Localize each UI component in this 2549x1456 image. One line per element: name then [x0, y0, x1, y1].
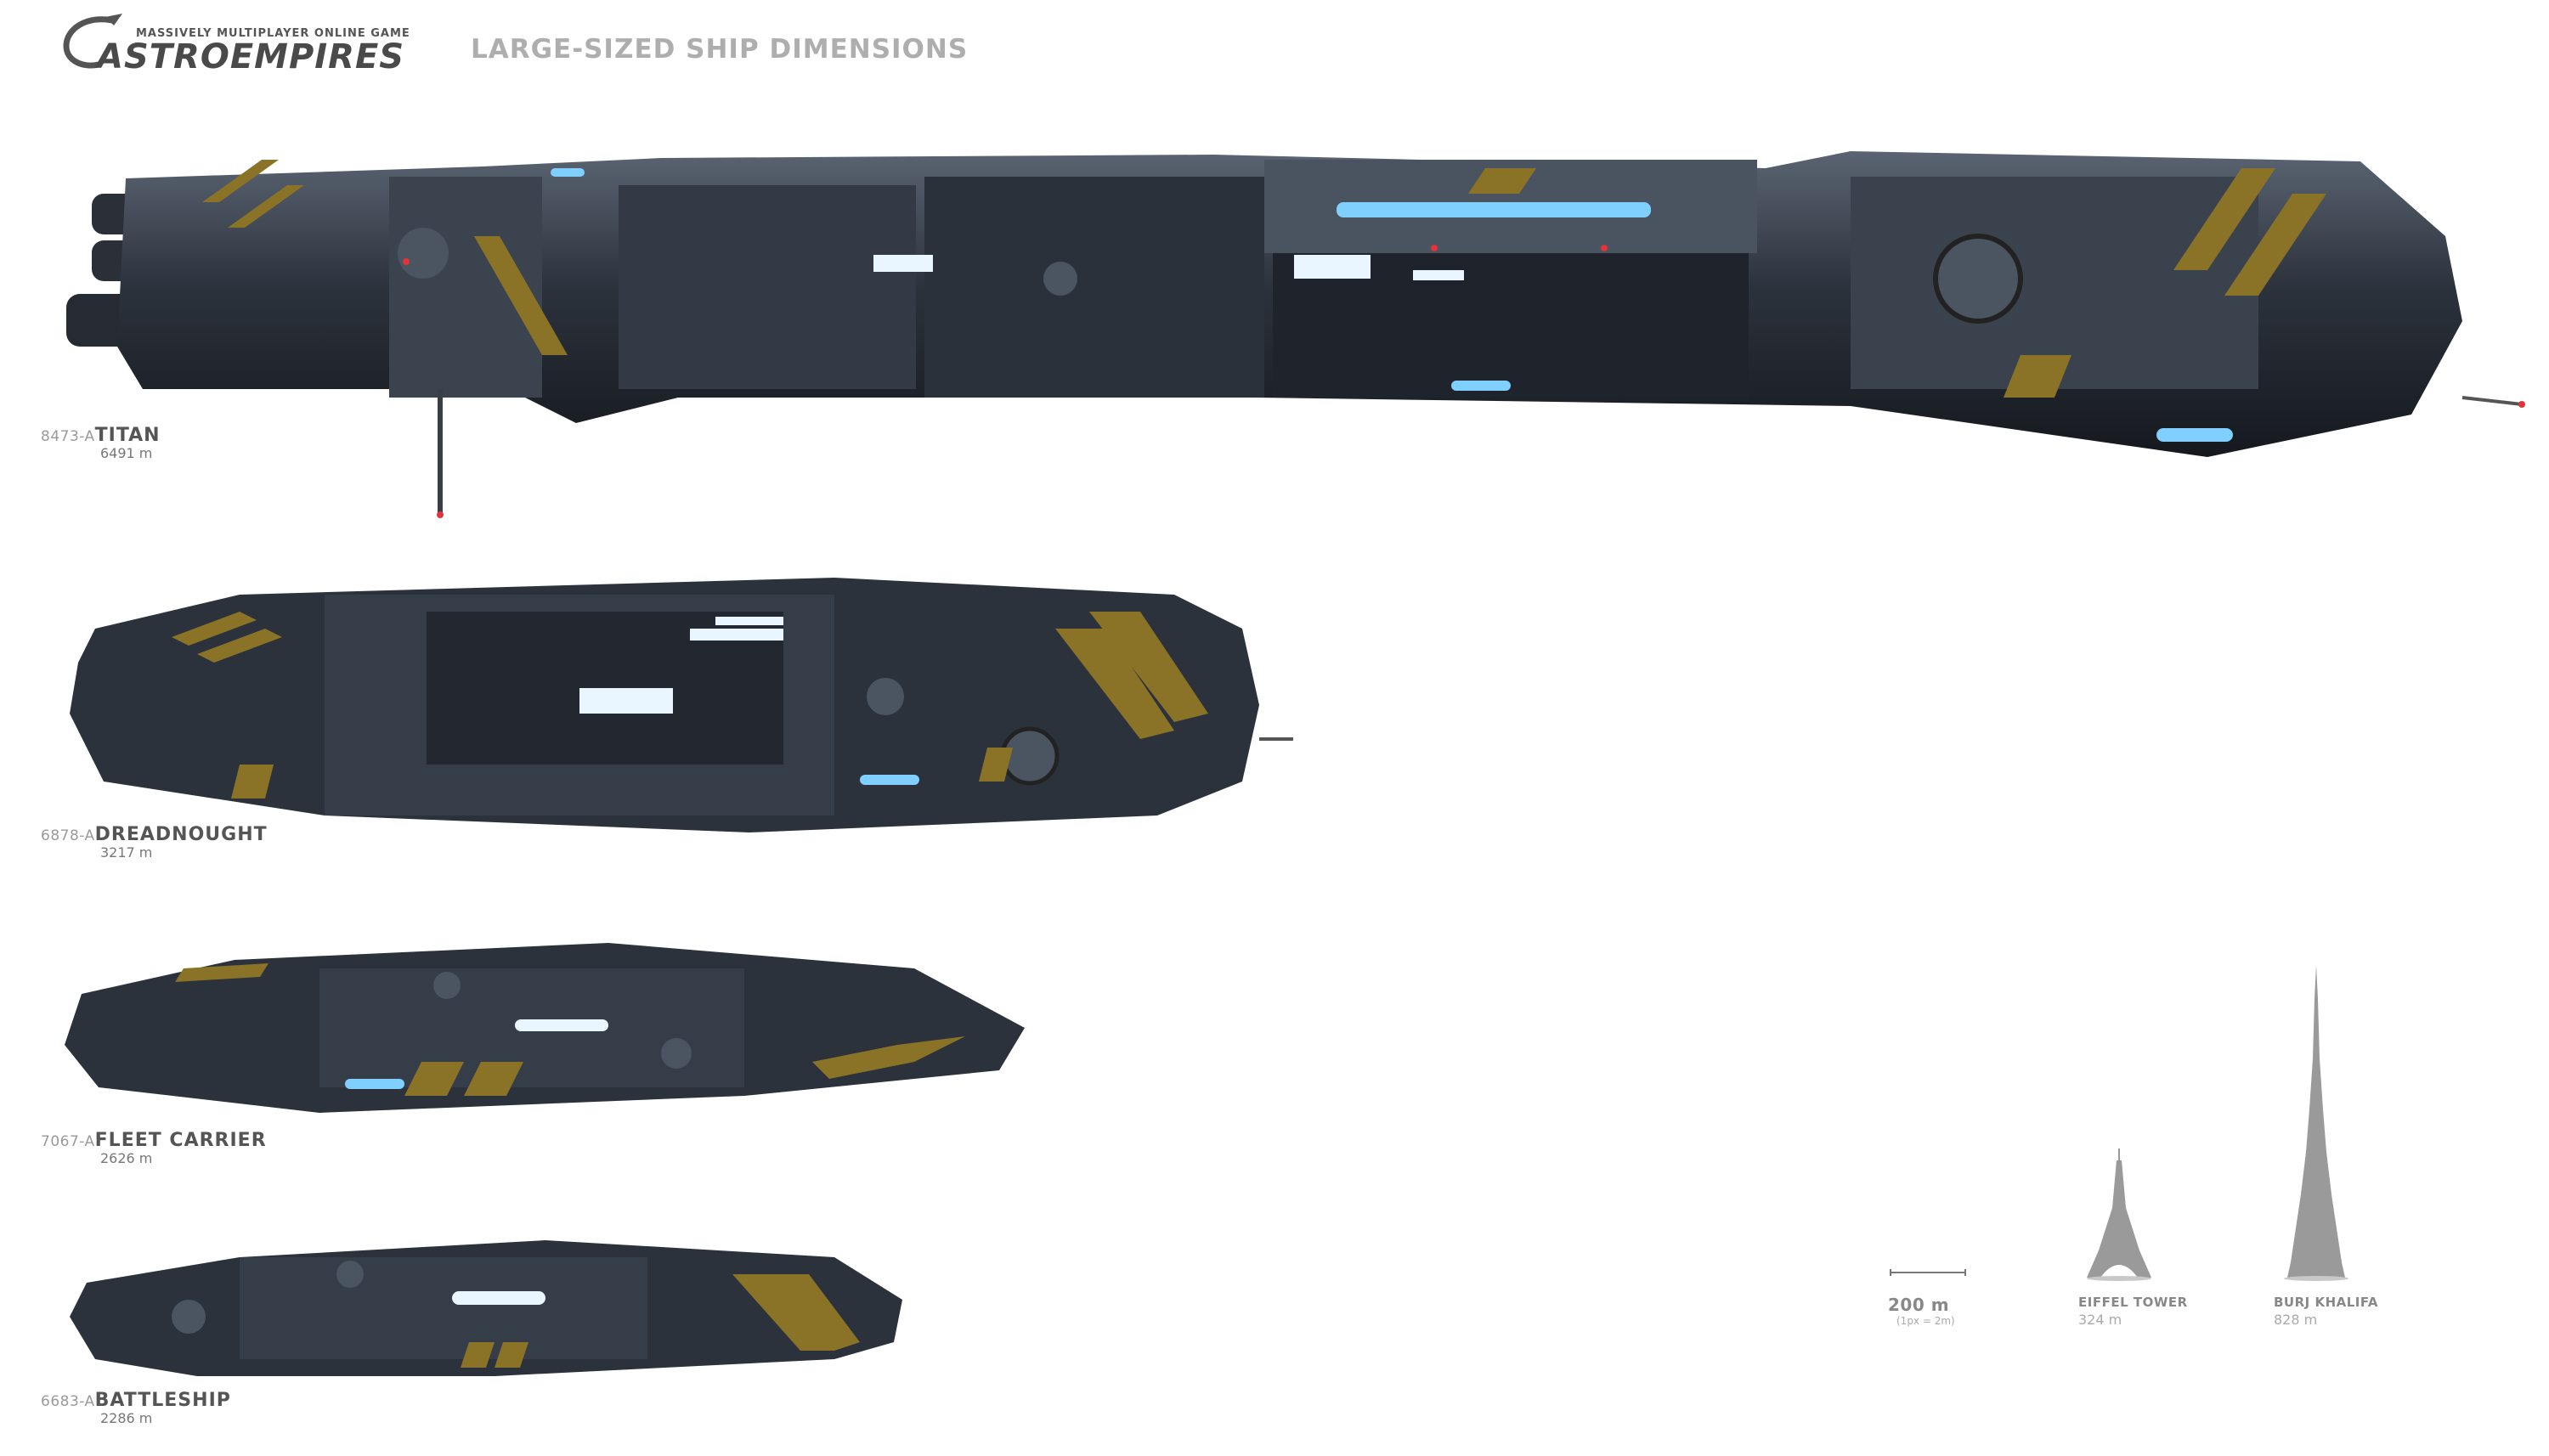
- ship-code: 7067-A: [41, 1133, 95, 1150]
- page-title: LARGE-SIZED SHIP DIMENSIONS: [471, 34, 969, 65]
- landmark-name: EIFFEL TOWER: [2078, 1295, 2188, 1310]
- scale-label: 200 m: [1888, 1295, 1950, 1315]
- ship-name: DREADNOUGHT: [94, 824, 268, 845]
- landmark-height: 828 m: [2274, 1312, 2318, 1328]
- landmark-name: BURJ KHALIFA: [2274, 1295, 2379, 1310]
- ship-length: 3217 m: [100, 844, 153, 861]
- scale-bar: [1890, 1269, 1966, 1276]
- logo-subtitle: MASSIVELY MULTIPLAYER ONLINE GAME: [136, 27, 410, 40]
- ship-dreadnought-label: 6878-ADREADNOUGHT: [41, 824, 268, 845]
- logo-name: ASTROEMPIRES: [97, 37, 405, 76]
- ship-battleship-label: 6683-ABATTLESHIP: [41, 1390, 231, 1411]
- ship-length: 6491 m: [100, 445, 153, 461]
- ship-code: 8473-A: [41, 428, 95, 445]
- scale-note: (1px = 2m): [1896, 1315, 1955, 1327]
- ship-name: BATTLESHIP: [94, 1390, 231, 1411]
- ship-length: 2286 m: [100, 1410, 153, 1426]
- ship-length: 2626 m: [100, 1150, 153, 1166]
- ship-fleet-carrier-label: 7067-AFLEET CARRIER: [41, 1130, 267, 1151]
- ship-name: TITAN: [94, 425, 161, 446]
- ship-titan-image: [66, 109, 2530, 518]
- ship-titan-label: 8473-ATITAN: [41, 425, 161, 446]
- astroempires-logo: MASSIVELY MULTIPLAYER ONLINE GAME ASTROE…: [61, 12, 461, 76]
- eiffel-tower-icon: [2087, 1148, 2151, 1281]
- landmark-height: 324 m: [2078, 1312, 2122, 1328]
- logo-swoosh-icon: [63, 14, 122, 69]
- ship-code: 6683-A: [41, 1393, 95, 1410]
- ship-battleship-image: [70, 1223, 911, 1393]
- ship-name: FLEET CARRIER: [94, 1130, 267, 1151]
- ship-fleet-carrier-image: [65, 934, 1033, 1121]
- burj-khalifa-icon: [2284, 965, 2348, 1281]
- ship-code: 6878-A: [41, 827, 95, 844]
- ship-dreadnought-image: [70, 561, 1293, 849]
